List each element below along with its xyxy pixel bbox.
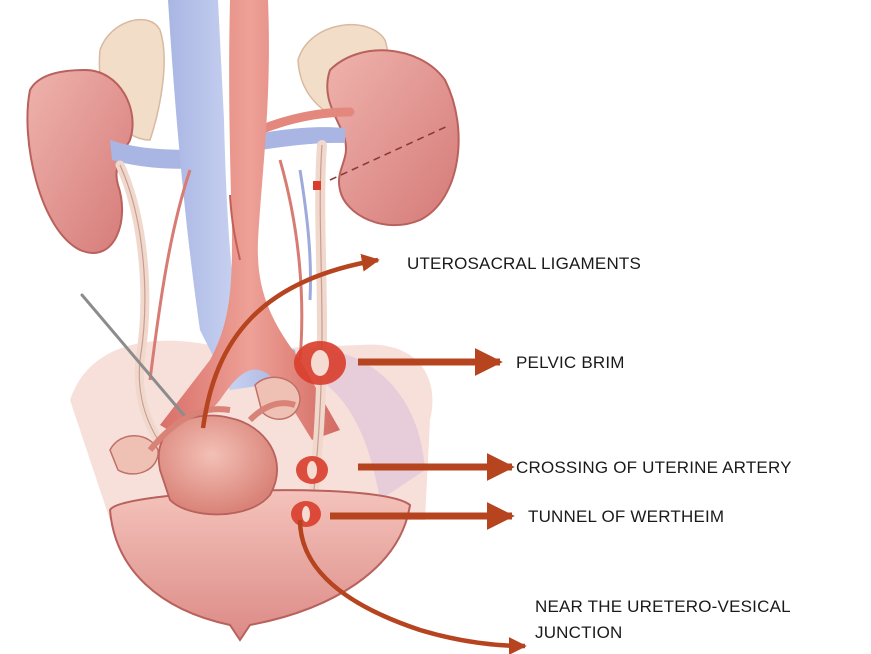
wertheim-tunnel-marker bbox=[291, 501, 321, 527]
pelvic-brim-marker bbox=[294, 341, 346, 385]
right-kidney bbox=[327, 50, 458, 225]
ureter-tag-marker bbox=[313, 181, 321, 190]
label-uretero-vesical-junction-line2: JUNCTION bbox=[535, 622, 623, 644]
label-crossing-uterine-artery: CROSSING OF UTERINE ARTERY bbox=[516, 457, 792, 479]
label-pelvic-brim: PELVIC BRIM bbox=[516, 352, 625, 374]
label-uterosacral-ligaments: UTEROSACRAL LIGAMENTS bbox=[407, 253, 641, 275]
label-tunnel-of-wertheim: TUNNEL OF WERTHEIM bbox=[528, 506, 724, 528]
left-kidney bbox=[27, 70, 132, 253]
label-uretero-vesical-junction-line1: NEAR THE URETERO-VESICAL bbox=[535, 596, 791, 618]
left-ovary bbox=[110, 436, 158, 474]
uterine-artery-marker bbox=[296, 456, 328, 484]
